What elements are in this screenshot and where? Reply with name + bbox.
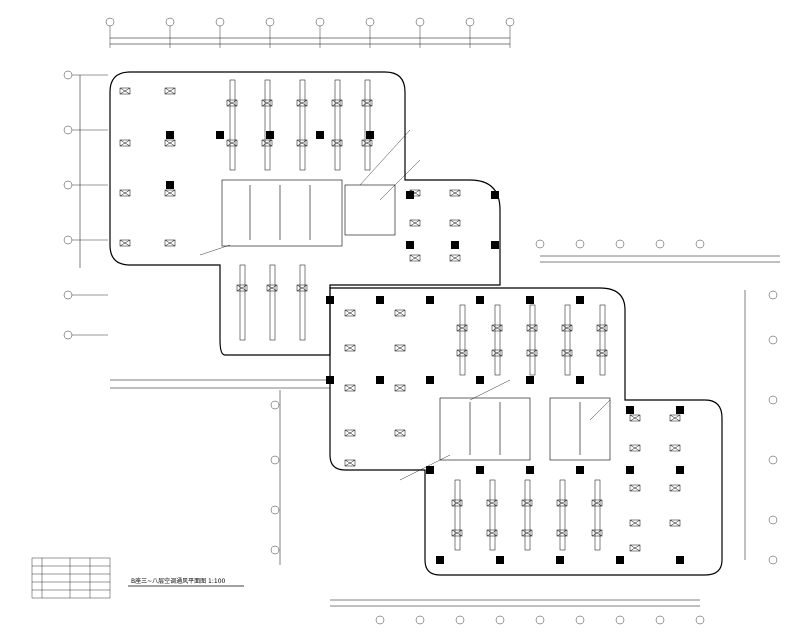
legend-table <box>31 557 111 599</box>
axis-bubble <box>535 615 545 625</box>
axis-bubble <box>63 125 73 135</box>
drawing-title-block: B座三~八层空调通风平面图 1:100 <box>128 577 244 587</box>
fan-coil-units <box>119 87 681 552</box>
axis-bubble <box>655 615 665 625</box>
axis-bubble <box>63 330 73 340</box>
axis-bubble <box>535 239 545 249</box>
axis-bubble <box>165 17 175 27</box>
axis-bubble <box>455 615 465 625</box>
axis-bubble <box>615 239 625 249</box>
drawing-title: B座三~八层空调通风平面图 1:100 <box>131 577 226 585</box>
axis-bubble <box>63 235 73 245</box>
axis-bubble <box>465 17 475 27</box>
axis-bubble <box>375 615 385 625</box>
axis-bubble <box>365 17 375 27</box>
axis-bubble <box>768 335 778 345</box>
axis-bubble <box>768 290 778 300</box>
axis-bubble <box>270 400 280 410</box>
axis-bubble <box>655 239 665 249</box>
axis-bubble <box>615 615 625 625</box>
axis-bubble <box>315 17 325 27</box>
axis-bubble <box>495 615 505 625</box>
axis-bubble <box>575 615 585 625</box>
axis-bubble <box>695 239 705 249</box>
axis-bubble <box>63 70 73 80</box>
axis-bubble <box>575 239 585 249</box>
axis-grid <box>63 17 778 625</box>
axis-bubble <box>270 455 280 465</box>
axis-bubble <box>768 515 778 525</box>
core-areas <box>221 179 611 461</box>
axis-bubble <box>63 180 73 190</box>
axis-bubble <box>63 290 73 300</box>
axis-bubble <box>415 615 425 625</box>
axis-bubble <box>768 455 778 465</box>
dimension-lines <box>79 37 780 607</box>
axis-bubble <box>505 17 515 27</box>
axis-bubble <box>270 505 280 515</box>
annotation-leaders <box>199 129 611 481</box>
building-outline <box>109 71 723 576</box>
supply-ducts <box>229 79 606 551</box>
axis-bubble <box>105 17 115 27</box>
axis-bubble <box>415 17 425 27</box>
axis-bubble <box>270 545 280 555</box>
axis-bubble <box>768 395 778 405</box>
axis-bubble <box>768 555 778 565</box>
axis-bubble <box>695 615 705 625</box>
axis-bubble <box>215 17 225 27</box>
axis-bubble <box>265 17 275 27</box>
